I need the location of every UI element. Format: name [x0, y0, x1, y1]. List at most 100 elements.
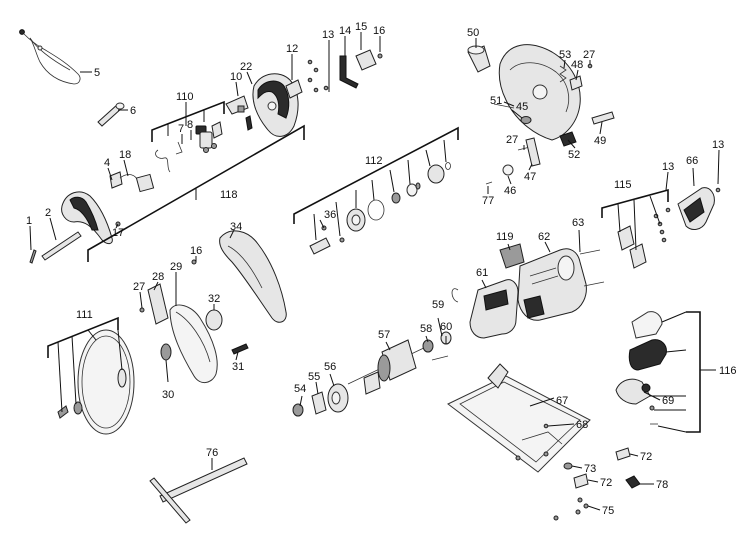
callout-111: 111 [76, 309, 93, 321]
washer-45 [520, 116, 532, 124]
callout-31: 31 [232, 361, 244, 373]
callout-73: 73 [584, 463, 596, 475]
bolt-51 [493, 103, 515, 109]
callout-53: 53 [559, 49, 571, 61]
callout-54: 54 [294, 383, 306, 395]
callout-55: 55 [308, 371, 320, 383]
screw-59 [431, 355, 449, 361]
callout-68: 68 [576, 419, 588, 431]
callout-72-b: 72 [600, 477, 612, 489]
callout-61: 61 [476, 267, 488, 279]
callout-13-top: 13 [322, 29, 334, 41]
callout-60: 60 [440, 321, 452, 333]
callout-1: 1 [26, 215, 32, 227]
callout-52: 52 [568, 149, 580, 161]
screw-77 [485, 181, 493, 185]
callout-27-left: 27 [133, 281, 145, 293]
rod-2 [41, 231, 82, 261]
handle-group-116 [615, 311, 667, 425]
part-72b [573, 473, 589, 489]
switch-18 [119, 173, 155, 193]
rip-guide-76 [149, 457, 248, 524]
callout-7: 7 [178, 123, 184, 135]
callout-46: 46 [504, 185, 516, 197]
knob-78 [625, 475, 641, 489]
callout-72-a: 72 [640, 451, 652, 463]
callout-51: 51 [490, 95, 502, 107]
callout-16-mid: 16 [190, 245, 202, 257]
callout-16-top: 16 [373, 25, 385, 37]
callout-66: 66 [686, 155, 698, 167]
callout-2: 2 [45, 207, 51, 219]
callout-77: 77 [482, 195, 494, 207]
screw-63a [579, 249, 601, 255]
bearing-58 [422, 339, 434, 353]
callout-48: 48 [571, 59, 583, 71]
part-15 [355, 49, 377, 71]
screw-27-top [587, 63, 593, 69]
callout-58: 58 [420, 323, 432, 335]
base-plate-67 [447, 363, 591, 473]
callout-112: 112 [365, 155, 383, 167]
callout-118: 118 [220, 189, 238, 201]
bearing-54 [292, 403, 304, 417]
lever-10 [225, 95, 249, 115]
callout-13-right-b: 13 [712, 139, 724, 151]
dust-port-50 [467, 45, 491, 73]
screw-27-left [139, 307, 145, 313]
callout-110: 110 [176, 91, 194, 103]
callout-10: 10 [230, 71, 242, 83]
callout-49: 49 [594, 135, 606, 147]
pin [245, 115, 253, 131]
bushing-32 [205, 309, 223, 331]
callout-59: 59 [432, 299, 444, 311]
callout-45: 45 [516, 101, 528, 113]
screw-63b [583, 281, 605, 287]
callout-32: 32 [208, 293, 220, 305]
spring-53 [559, 65, 567, 83]
callout-69: 69 [662, 395, 674, 407]
blade-group-111 [57, 329, 135, 435]
callout-4: 4 [104, 157, 110, 169]
screws-13-top [307, 59, 329, 93]
callout-13-right-a: 13 [662, 161, 674, 173]
callout-labels: 1 2 4 5 6 7 8 10 12 13 13 13 14 15 16 16… [26, 21, 737, 517]
callout-14: 14 [339, 25, 351, 37]
cord-sleeve [97, 102, 125, 127]
screw-13-right [715, 187, 721, 193]
screw-16-mid [191, 259, 197, 265]
callout-28: 28 [152, 271, 164, 283]
ring-30 [160, 343, 172, 361]
power-cord [19, 29, 81, 85]
switch-part-4 [109, 171, 123, 189]
callout-119: 119 [496, 231, 514, 243]
motor-housing-62 [517, 248, 587, 321]
hex-key-14 [339, 55, 359, 89]
callout-29: 29 [170, 261, 182, 273]
callout-76: 76 [206, 447, 218, 459]
callout-116: 116 [719, 365, 737, 377]
callout-6: 6 [130, 105, 136, 117]
callout-115: 115 [614, 179, 632, 191]
screw-1 [29, 249, 37, 264]
switch-group-110 [155, 121, 223, 173]
callout-8: 8 [187, 119, 193, 131]
bracket-47 [525, 137, 541, 167]
callout-27-mid: 27 [506, 134, 518, 146]
callout-36: 36 [324, 209, 336, 221]
callout-75: 75 [602, 505, 614, 517]
callout-56: 56 [324, 361, 336, 373]
screw-16-top [377, 53, 383, 59]
callout-15: 15 [355, 21, 367, 33]
handle-half [61, 191, 113, 245]
callout-27-upper: 27 [583, 49, 595, 61]
knob-46 [502, 164, 514, 176]
lever-28 [147, 283, 169, 325]
callout-63: 63 [572, 217, 584, 229]
callout-50: 50 [467, 27, 479, 39]
callout-5: 5 [94, 67, 100, 79]
leader-lines [29, 32, 720, 511]
part-72a [615, 447, 631, 461]
spring-31 [231, 343, 249, 355]
